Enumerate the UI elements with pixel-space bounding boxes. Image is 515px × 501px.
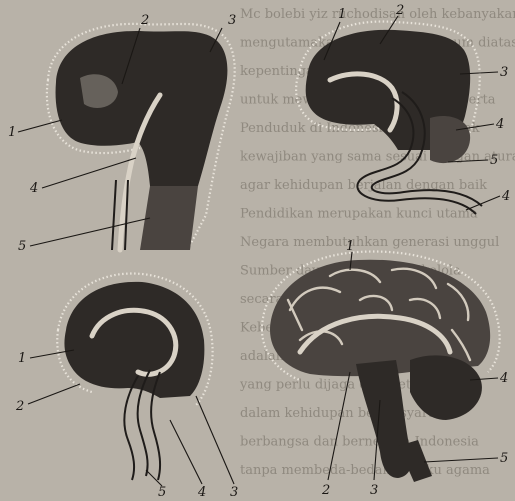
background-text-line: Negara membutuhkan generasi unggul [240,235,499,250]
figure-top-left-leader-1 [18,120,62,132]
figure-top-left-label-1: 1 [8,125,16,140]
figure-top-right-label-4: 4 [495,117,504,132]
figure-top-right-label-6: 4 [501,189,510,204]
figure-top-right-label-5: 5 [490,153,498,168]
background-text-line: agar kehidupan berjalan dengan baik [240,178,487,193]
figure-bottom-right-label-1: 1 [346,239,354,254]
figure-bottom-left-leader-2 [28,384,80,404]
figure-top-left-label-2: 2 [140,13,149,28]
figure-top-right-label-3: 3 [500,65,508,80]
figure-bottom-left-label-3: 3 [230,485,238,500]
background-text-line: tanpa membeda-bedakan suku agama [240,463,490,478]
background-text-line: Mc bolebi yiz ruchodisan oleh kebanyakan… [240,7,515,22]
figure-bottom-right-label-5: 5 [500,451,508,466]
figure-bottom-right-leader-5 [424,458,498,462]
figure-bottom-right-label-2: 2 [321,483,330,498]
figure-bottom-left-leader-3 [196,396,234,484]
figure-top-left-label-5: 5 [18,239,26,254]
figure-top-left-forebrain [56,31,228,186]
figure-bottom-left-label-4: 4 [197,485,206,500]
figure-bottom-left-label-5: 5 [158,485,166,500]
figure-top-left-leader-4 [42,158,136,188]
figure-bottom-left: 1 2 5 4 3 [15,273,238,500]
figure-top-left-label-3: 3 [228,13,236,28]
figure-top-left-label-4: 4 [29,181,38,196]
figure-top-right-label-2: 2 [395,3,404,18]
figure-bottom-left-leader-4 [170,420,202,484]
background-text-line: Pendidikan merupakan kunci utama [240,207,478,222]
background-text-line: berbangsa dan bernegara Indonesia [240,435,479,450]
figure-top-right-label-1: 1 [338,7,346,22]
figure-top-left: 1 2 3 4 5 [8,13,236,254]
background-text-line: kewajiban yang sama sesuai dengan aturan [240,150,515,165]
figure-bottom-right-label-4: 4 [499,371,508,386]
figure-bottom-left-label-2: 2 [15,399,24,414]
figure-bottom-right-label-3: 3 [370,483,378,498]
figure-top-left-leader-5 [30,218,150,246]
figure-bottom-left-label-1: 1 [18,351,26,366]
